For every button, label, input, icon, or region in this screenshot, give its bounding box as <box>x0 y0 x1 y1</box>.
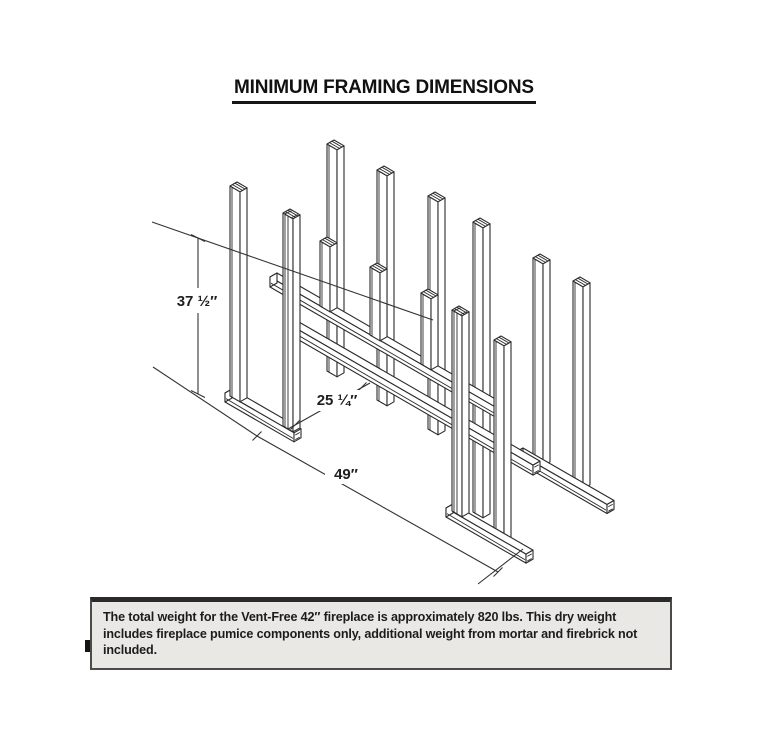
stud-cap-grain <box>498 336 510 344</box>
stud-cap-grain <box>324 237 336 245</box>
tick-mark <box>493 567 503 577</box>
stud-end-cap <box>451 305 470 317</box>
stud-front-face <box>572 280 584 490</box>
stud-cap-grain <box>577 277 589 285</box>
stud-cap-grain <box>232 184 243 191</box>
stud-end-cap <box>493 335 512 347</box>
stud-side-face <box>379 268 388 342</box>
framing-structure <box>224 139 615 564</box>
label-backplates <box>169 288 369 484</box>
weight-note-box: The total weight for the Vent-Free 42″ f… <box>90 597 672 670</box>
weight-note-text: The total weight for the Vent-Free 42″ f… <box>103 610 638 657</box>
member-end-grain <box>295 436 300 441</box>
member-end-cap <box>606 499 615 515</box>
stud-front-face <box>420 292 432 371</box>
stud-cap-grain <box>381 166 393 174</box>
stud-side-face <box>239 187 248 403</box>
stud-cap-grain <box>475 220 486 227</box>
stud-end-cap <box>427 191 446 203</box>
stud-cap-grain <box>496 338 507 345</box>
stud-end-cap <box>326 139 345 151</box>
stud-cap-grain <box>379 168 390 175</box>
stud-cap-grain <box>234 182 246 190</box>
member-end-grain <box>534 470 539 474</box>
stud-end-cap <box>319 236 338 248</box>
member-end-cap <box>525 549 534 564</box>
stud-front-face <box>229 185 241 403</box>
member-end-grain <box>527 558 532 562</box>
tick-mark <box>290 420 300 430</box>
stud-side-face <box>482 223 491 519</box>
tick-mark <box>252 431 262 441</box>
member-face-line <box>285 327 533 472</box>
depth-dimension-label: 25 ¼″ <box>317 392 358 409</box>
stud-side-face <box>503 341 512 543</box>
member-end-grain <box>608 503 613 508</box>
height-dimension-label: 37 ½″ <box>177 293 218 310</box>
stud-cap-grain <box>453 307 461 312</box>
stud-end-cap <box>369 262 388 274</box>
tick-mark <box>190 234 206 242</box>
width-dimension-label: 49″ <box>334 466 358 483</box>
stud-cap-grain <box>535 256 546 263</box>
stud-cap-grain <box>432 192 444 200</box>
stud-cap-grain <box>322 239 333 246</box>
stud-end-cap <box>532 253 551 265</box>
stud-cap-grain <box>329 142 340 149</box>
stud-cap-grain <box>331 140 343 148</box>
member-face-line <box>446 513 526 561</box>
stud-front-face <box>369 266 381 342</box>
stud-end-cap <box>572 276 591 288</box>
stud-end-cap <box>376 165 395 177</box>
member-end-grain <box>527 553 532 557</box>
stud-cap-grain <box>284 210 292 215</box>
stud-end-cap <box>420 288 439 300</box>
stud-front-face <box>319 240 331 313</box>
stud-cap-grain <box>575 279 586 286</box>
member-face-line <box>225 398 294 439</box>
member-end-grain <box>295 432 300 436</box>
stud-side-face <box>437 197 446 436</box>
scan-artifact <box>85 640 90 652</box>
stud-cap-grain <box>430 194 441 201</box>
member-end-grain <box>608 508 613 512</box>
dimension-lines <box>151 221 524 585</box>
stud-side-face <box>386 171 395 407</box>
page-title: MINIMUM FRAMING DIMENSIONS <box>232 77 536 104</box>
member-end-grain <box>534 464 539 468</box>
stud-side-face <box>336 145 345 378</box>
stud-front-face <box>472 221 484 519</box>
stud-cap-grain <box>477 218 489 226</box>
stud-side-face <box>542 259 551 467</box>
stud-side-face <box>292 214 301 433</box>
stud-end-cap <box>472 217 491 229</box>
stud-front-face <box>532 257 544 467</box>
stud-cap-grain <box>460 311 468 316</box>
stud-cap-grain <box>372 265 383 272</box>
member-end-cap <box>293 428 302 443</box>
stud-cap-grain <box>537 254 549 262</box>
width-extension-line-right <box>477 548 524 585</box>
stud-side-face <box>430 294 439 371</box>
stud-cap-grain <box>425 289 437 297</box>
stud-side-face <box>582 282 591 490</box>
stud-front-face <box>493 339 505 543</box>
stud-end-cap <box>229 181 248 193</box>
tick-mark <box>190 390 206 398</box>
stud-side-face <box>461 311 470 518</box>
stud-cap-grain <box>423 291 434 298</box>
stud-side-face <box>329 242 338 313</box>
stud-end-cap <box>282 208 301 220</box>
stud-cap-grain <box>374 263 386 271</box>
stud-cap-grain <box>291 214 299 219</box>
